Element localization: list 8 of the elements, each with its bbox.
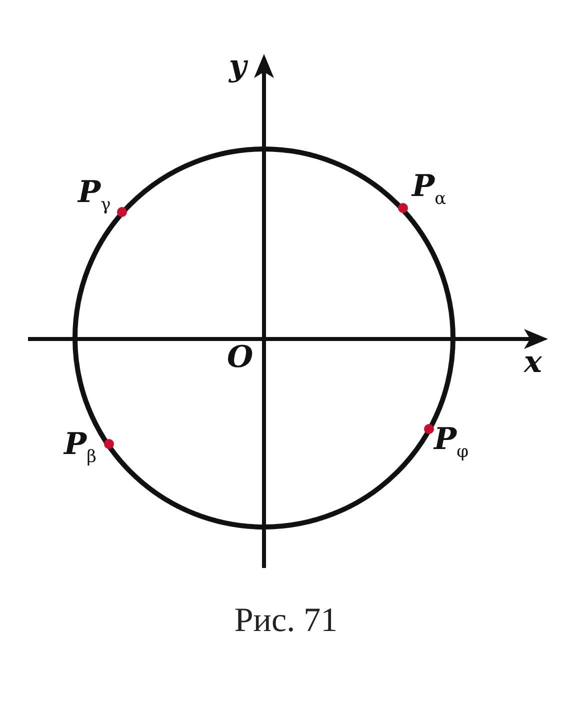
axis-label: y (229, 52, 246, 82)
origin-label: O (227, 343, 254, 373)
point-label: P$_{β}$ (64, 430, 96, 466)
point-label: P$_{α}$ (412, 172, 446, 208)
figure-caption: Рис. 71 (233, 602, 339, 640)
point-label: P$_{φ}$ (434, 425, 468, 461)
point-label: P$_{γ}$ (78, 178, 111, 214)
axis-label: x (524, 348, 542, 378)
